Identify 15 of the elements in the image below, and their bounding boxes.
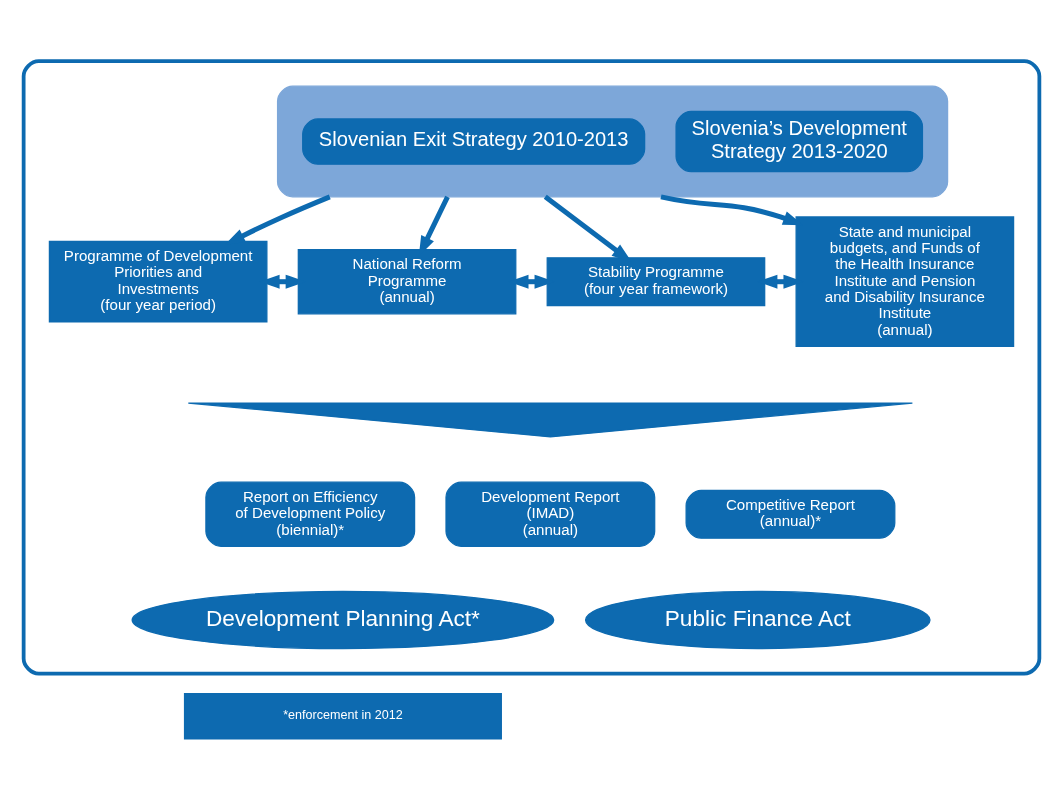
node-box: State and municipal budgets, and Funds of the Health Insurance Institute and Pension and Disability Insurance Institute (annual) <box>795 215 1015 347</box>
node-box: Report on Efficiency of Development Policy (biennial)* <box>205 481 416 547</box>
node-box: *enforcement in 2012 <box>183 692 502 740</box>
node-box: Programme of Development Priorities and Investments (four year period) <box>48 240 268 323</box>
node-box: Slovenia’s Development Strategy 2013-2020 <box>675 110 924 172</box>
cluster <box>276 85 949 197</box>
node-ellipse: Development Planning Act* <box>131 590 555 649</box>
node-triangle <box>187 401 914 438</box>
node-box: Stability Programme (four year framework) <box>546 256 766 306</box>
node-box: National Reform Programme (annual) <box>297 248 517 314</box>
node-box: Slovenian Exit Strategy 2010-2013 <box>302 117 646 165</box>
node-box: Competitive Report (annual)* <box>685 489 896 539</box>
cluster <box>21 58 1042 675</box>
node-ellipse: Public Finance Act <box>584 590 931 649</box>
node-box: Development Report (IMAD) (annual) <box>445 481 656 547</box>
